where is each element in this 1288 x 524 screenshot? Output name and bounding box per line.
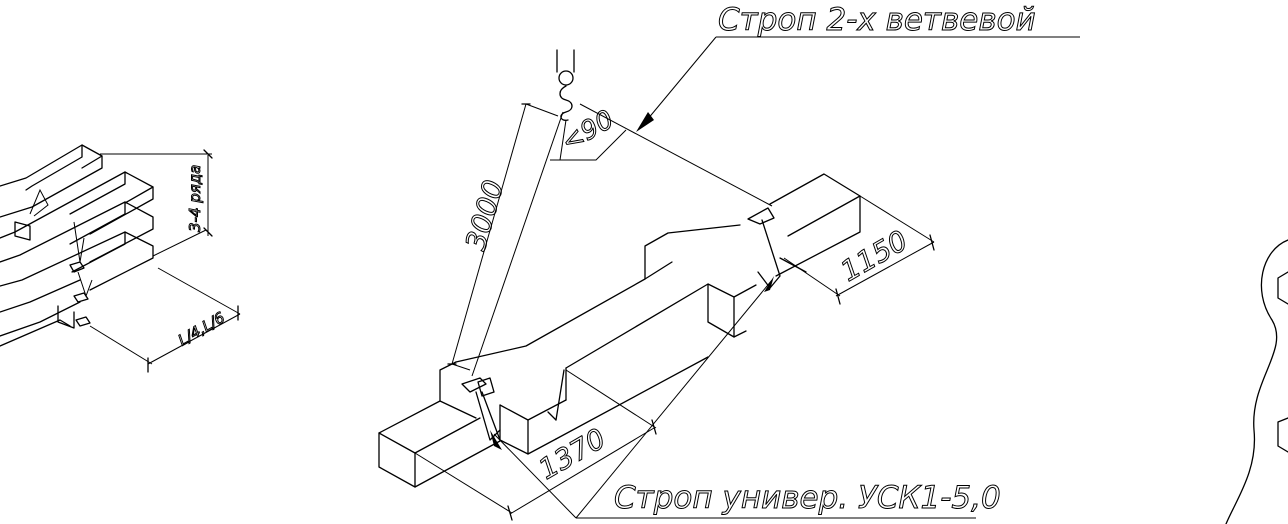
two-branch-sling-leader: Строп 2-х ветвевой bbox=[636, 2, 1080, 132]
partial-member-right bbox=[1225, 239, 1288, 524]
arrowhead-icon bbox=[490, 430, 502, 450]
width-dimension: 1150 bbox=[783, 195, 935, 305]
arrowhead-icon bbox=[764, 276, 774, 292]
sling-length-label: 3000 bbox=[459, 176, 510, 254]
sling-legs bbox=[471, 103, 773, 377]
crane-hook bbox=[556, 49, 575, 121]
spacing-label: L/4,L/6 bbox=[175, 309, 228, 350]
universal-sling-leader: Строп универ. УСК1-5,0 bbox=[490, 276, 1001, 519]
spacing-dimension: L/4,L/6 bbox=[89, 267, 241, 373]
width-label: 1150 bbox=[835, 224, 913, 288]
universal-sling-label: Строп универ. УСК1-5,0 bbox=[614, 480, 1001, 516]
arrowhead-icon bbox=[636, 112, 654, 132]
t-member bbox=[378, 173, 861, 488]
stacked-members bbox=[0, 144, 154, 347]
rows-label: 3-4 ряда bbox=[186, 165, 204, 232]
sling-length-dimension: 3000 bbox=[447, 103, 559, 371]
rows-dimension: 3-4 ряда bbox=[100, 149, 213, 257]
two-branch-sling-label: Строп 2-х ветвевой bbox=[718, 2, 1036, 38]
